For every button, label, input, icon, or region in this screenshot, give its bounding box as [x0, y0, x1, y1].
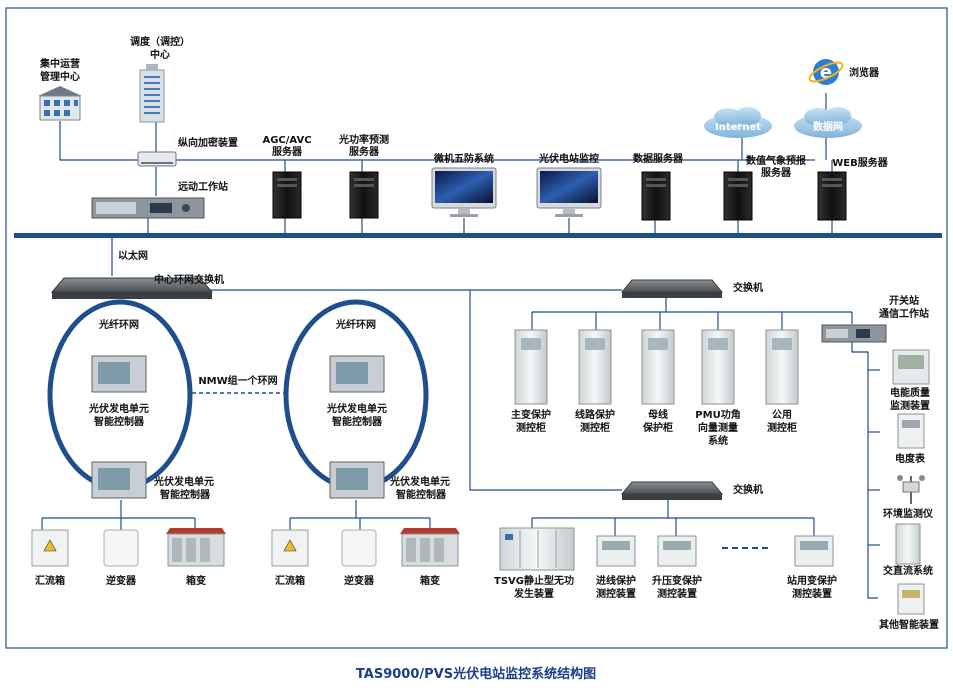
- server-tower-icon: [272, 171, 302, 219]
- controller-icon: [91, 461, 147, 499]
- server-tower-icon: [817, 171, 847, 221]
- label-web: WEB服务器: [832, 156, 888, 169]
- tower-icon: [139, 64, 165, 123]
- label-acdc: 交直流系统: [883, 564, 933, 577]
- label-ring-1: 光纤环网: [98, 318, 139, 331]
- label-cab-pmu: PMU功角向量测量系统: [695, 408, 740, 447]
- label-tsvg: TSVG静止型无功发生装置: [494, 574, 574, 600]
- label-switch-station: 开关站通信工作站: [879, 294, 929, 320]
- label-central-ops: 集中运营管理中心: [39, 57, 80, 83]
- label-weather: 数值气象预报服务器: [746, 154, 806, 179]
- connection-lines: [41, 93, 880, 599]
- label-step-up: 升压变保护测控装置: [652, 574, 702, 600]
- label-encryption: 纵向加密装置: [178, 136, 238, 149]
- cabinet-icon: [578, 329, 612, 405]
- label-cab-common: 公用测控柜: [767, 409, 797, 434]
- label-switch-1: 交换机: [733, 281, 763, 294]
- combiner-box-icon: [271, 529, 309, 567]
- controller-icon: [329, 355, 385, 393]
- combiner-box-icon: [31, 529, 69, 567]
- label-nmw: NMW组一个环网: [198, 374, 277, 387]
- meter-icon: [897, 413, 925, 449]
- label-combiner-2: 汇流箱: [275, 574, 305, 587]
- label-internet: Internet: [715, 122, 761, 133]
- box-transformer-icon: [400, 528, 460, 567]
- cabinet-icon: [514, 329, 548, 405]
- cabinet-icon: [499, 527, 575, 571]
- label-feeder: 进线保护测控装置: [596, 574, 636, 600]
- cabinet-icon: [701, 329, 735, 405]
- cloud-icon: [704, 107, 772, 138]
- outer-frame: [5, 7, 948, 649]
- label-switch-2: 交换机: [733, 483, 763, 496]
- weather-station-icon: [897, 475, 925, 504]
- label-other: 其他智能装置: [879, 618, 939, 631]
- monitor-icon: [431, 167, 497, 217]
- switch-icon: [620, 279, 724, 298]
- label-pv-unit-4: 光伏发电单元智能控制器: [389, 475, 450, 501]
- label-cab-bus: 母线保护柜: [642, 408, 673, 434]
- label-inverter-2: 逆变器: [344, 574, 375, 587]
- label-cab-main: 主变保护测控柜: [511, 408, 551, 434]
- label-power-quality: 电能质量监测装置: [890, 386, 930, 412]
- cloud-icon: [794, 107, 862, 138]
- label-meter: 电度表: [895, 452, 926, 465]
- label-datanet: 数据网: [813, 120, 843, 133]
- label-boxtrans-1: 箱变: [186, 574, 206, 587]
- cabinet-icon: [895, 523, 921, 565]
- label-env-monitor: 环境监测仪: [883, 507, 934, 520]
- relay-device-icon: [897, 583, 925, 615]
- label-ring-2: 光纤环网: [335, 318, 376, 331]
- inverter-icon: [103, 529, 139, 567]
- server-tower-icon: [349, 171, 379, 219]
- label-forecast: 光功率预测服务器: [338, 133, 389, 158]
- label-cab-line: 线路保护测控柜: [575, 408, 615, 434]
- switch-icon: [50, 277, 214, 299]
- label-dispatch: 调度（调控）中心: [130, 35, 190, 61]
- cabinet-icon: [765, 329, 799, 405]
- ethernet-bus: [14, 233, 942, 238]
- label-core-switch: 中心环网交换机: [154, 273, 224, 286]
- label-inverter-1: 逆变器: [106, 574, 137, 587]
- inverter-icon: [341, 529, 377, 567]
- switch-icon: [620, 481, 724, 500]
- building-icon: [38, 86, 82, 121]
- server-tower-icon: [641, 171, 671, 221]
- label-combiner-1: 汇流箱: [35, 574, 65, 587]
- label-boxtrans-2: 箱变: [420, 574, 440, 587]
- label-station-use: 站用变保护测控装置: [787, 574, 837, 600]
- label-ethernet: 以太网: [118, 249, 148, 262]
- controller-icon: [329, 461, 385, 499]
- encryptor-icon: [137, 151, 177, 167]
- label-pv-unit-2: 光伏发电单元智能控制器: [153, 475, 214, 501]
- monitor-icon: [536, 167, 602, 217]
- ie-browser-icon: e: [808, 59, 844, 85]
- label-browser: 浏览器: [849, 66, 880, 79]
- box-transformer-icon: [166, 528, 226, 567]
- label-pv-monitor: 光伏电站监控: [538, 152, 599, 165]
- rack-unit-icon: [821, 324, 887, 343]
- server-tower-icon: [723, 171, 753, 221]
- label-data-server: 数据服务器: [633, 152, 684, 165]
- controller-icon: [91, 355, 147, 393]
- label-pv-unit-1: 光伏发电单元智能控制器: [88, 402, 149, 428]
- label-telecontrol: 远动工作站: [178, 180, 228, 193]
- figure-caption: TAS9000/PVS光伏电站监控系统结构图: [356, 666, 596, 682]
- relay-device-icon: [794, 535, 834, 567]
- label-antierror: 微机五防系统: [433, 152, 494, 165]
- relay-device-icon: [892, 349, 930, 385]
- cabinet-icon: [641, 329, 675, 405]
- rack-unit-icon: [91, 197, 205, 219]
- label-pv-unit-3: 光伏发电单元智能控制器: [326, 402, 387, 428]
- relay-device-icon: [657, 535, 697, 567]
- relay-device-icon: [596, 535, 636, 567]
